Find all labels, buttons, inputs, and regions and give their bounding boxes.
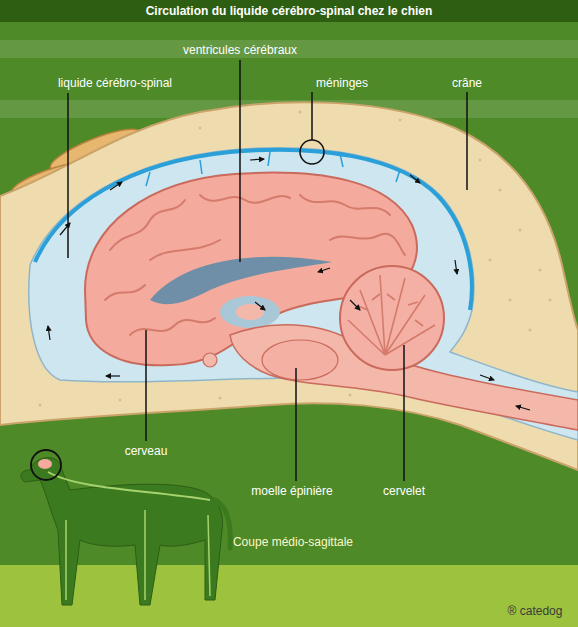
- pons: [262, 340, 338, 380]
- diagram-title: Circulation du liquide cérébro-spinal ch…: [146, 4, 433, 18]
- bottom-band: [0, 565, 578, 627]
- cerebellum: [340, 266, 444, 370]
- leader-lines: [68, 60, 467, 481]
- title-band: [0, 0, 578, 22]
- flow-arrows: [48, 159, 530, 410]
- part-label: liquide cérébro-spinal: [58, 76, 172, 90]
- third-ventricle: [220, 296, 280, 328]
- pituitary: [203, 353, 217, 367]
- watermark: ® catedog: [508, 604, 563, 618]
- csf-cavity: [29, 148, 578, 440]
- part-label: ventricules cérébraux: [183, 43, 297, 57]
- part-label: cerveau: [125, 444, 168, 458]
- dog-silhouette: [21, 450, 230, 605]
- diagram-caption: Coupe médio-sagittale: [233, 535, 353, 549]
- part-label: cervelet: [383, 484, 425, 498]
- part-label: moelle épinière: [251, 484, 332, 498]
- part-label: crâne: [452, 76, 482, 90]
- skull-bone: [0, 102, 578, 470]
- cerebellum-arbor: [348, 275, 435, 355]
- part-label: méninges: [316, 76, 368, 90]
- meninges-callout-circle: [300, 140, 324, 164]
